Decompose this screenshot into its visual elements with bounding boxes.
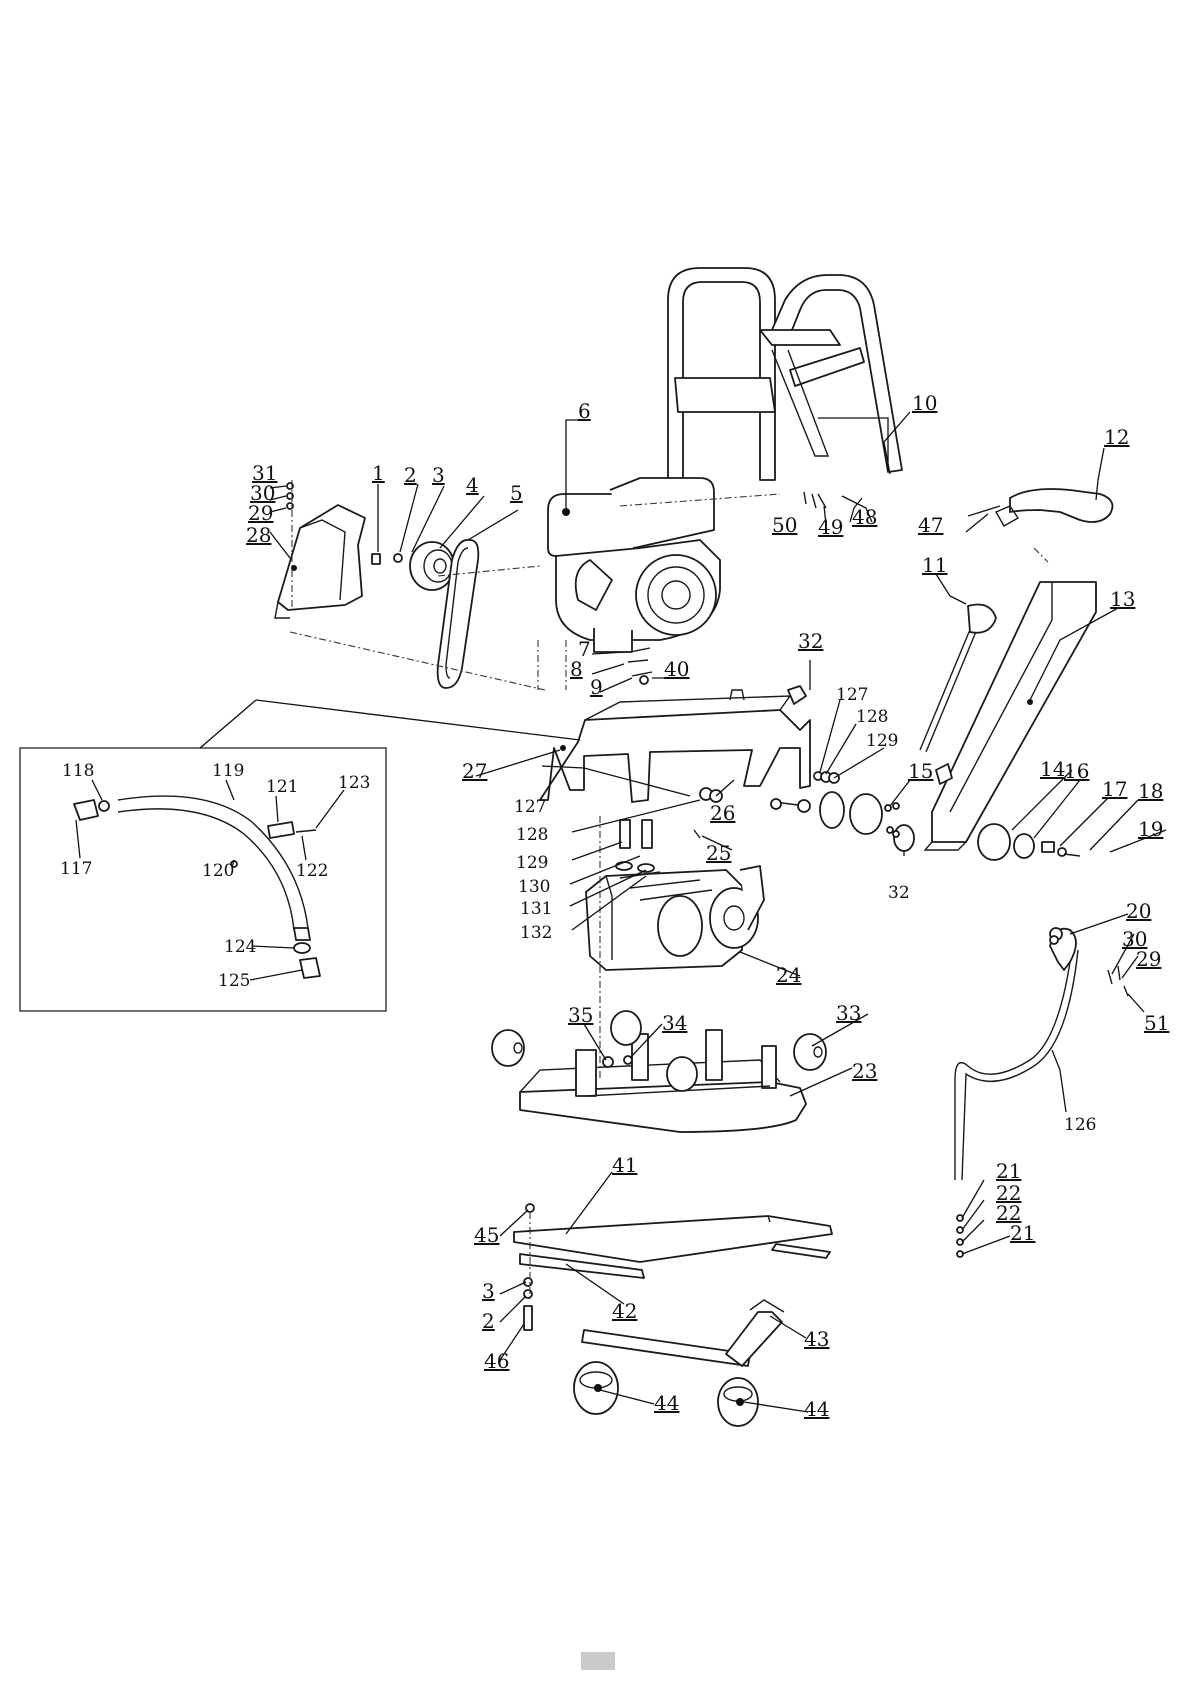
label-43: 43 bbox=[804, 1327, 829, 1351]
label-23: 23 bbox=[852, 1059, 877, 1083]
label-28: 28 bbox=[246, 523, 271, 547]
handle-frame bbox=[668, 268, 902, 480]
label-124: 124 bbox=[224, 937, 256, 957]
rubber-mat bbox=[514, 1216, 832, 1278]
label-21b: 21 bbox=[1010, 1221, 1035, 1245]
label-44b: 44 bbox=[804, 1397, 829, 1421]
label-47: 47 bbox=[918, 513, 943, 537]
label-13: 13 bbox=[1110, 587, 1135, 611]
label-129b: 129 bbox=[866, 731, 898, 751]
label-127a: 127 bbox=[514, 797, 546, 817]
label-121: 121 bbox=[266, 777, 298, 797]
label-9: 9 bbox=[590, 675, 603, 699]
label-2b: 2 bbox=[482, 1309, 495, 1333]
label-11: 11 bbox=[922, 553, 947, 577]
label-32b: 32 bbox=[888, 883, 910, 903]
water-hose bbox=[955, 928, 1078, 1180]
label-118: 118 bbox=[62, 761, 94, 781]
label-26: 26 bbox=[710, 801, 735, 825]
label-44a: 44 bbox=[654, 1391, 679, 1415]
label-122: 122 bbox=[296, 861, 328, 881]
label-33: 33 bbox=[836, 1001, 861, 1025]
hose-kit-inset bbox=[20, 700, 580, 1011]
engine bbox=[548, 478, 720, 652]
label-8: 8 bbox=[570, 657, 583, 681]
label-17: 17 bbox=[1102, 777, 1127, 801]
label-20: 20 bbox=[1126, 899, 1151, 923]
lower-handle bbox=[925, 582, 1096, 850]
label-128b: 128 bbox=[856, 707, 888, 727]
label-131: 131 bbox=[520, 899, 552, 919]
label-12: 12 bbox=[1104, 425, 1129, 449]
label-119: 119 bbox=[212, 761, 244, 781]
label-19: 19 bbox=[1138, 817, 1163, 841]
label-29: 29 bbox=[248, 501, 273, 525]
label-21a: 21 bbox=[996, 1159, 1021, 1183]
label-120: 120 bbox=[202, 861, 234, 881]
label-128a: 128 bbox=[516, 825, 548, 845]
label-27: 27 bbox=[462, 759, 487, 783]
label-46: 46 bbox=[484, 1349, 509, 1373]
exciter-unit bbox=[586, 866, 764, 970]
label-126: 126 bbox=[1064, 1115, 1096, 1135]
label-49: 49 bbox=[818, 515, 843, 539]
label-130: 130 bbox=[518, 877, 550, 897]
label-2: 2 bbox=[404, 463, 417, 487]
label-4: 4 bbox=[466, 473, 479, 497]
label-10: 10 bbox=[912, 391, 937, 415]
label-51: 51 bbox=[1144, 1011, 1169, 1035]
label-18: 18 bbox=[1138, 779, 1163, 803]
label-117: 117 bbox=[60, 859, 92, 879]
label-48: 48 bbox=[852, 505, 877, 529]
throttle-grip bbox=[996, 489, 1112, 526]
label-42: 42 bbox=[612, 1299, 637, 1323]
label-123: 123 bbox=[338, 773, 370, 793]
label-41: 41 bbox=[612, 1153, 637, 1177]
label-35: 35 bbox=[568, 1003, 593, 1027]
label-14: 14 bbox=[1040, 757, 1065, 781]
label-16: 16 bbox=[1064, 759, 1089, 783]
label-132: 132 bbox=[520, 923, 552, 943]
label-1: 1 bbox=[372, 461, 385, 485]
base-plate bbox=[520, 1030, 806, 1132]
label-127b: 127 bbox=[836, 685, 868, 705]
label-29b: 29 bbox=[1136, 947, 1161, 971]
vibrator-mount-frame bbox=[540, 690, 810, 802]
label-129a: 129 bbox=[516, 853, 548, 873]
label-24: 24 bbox=[776, 963, 801, 987]
label-45: 45 bbox=[474, 1223, 499, 1247]
label-32a: 32 bbox=[798, 629, 823, 653]
label-40: 40 bbox=[664, 657, 689, 681]
label-3: 3 bbox=[432, 463, 445, 487]
label-34: 34 bbox=[662, 1011, 687, 1035]
label-5: 5 bbox=[510, 481, 523, 505]
page-footer-tab bbox=[581, 1652, 615, 1670]
label-50: 50 bbox=[772, 513, 797, 537]
label-6: 6 bbox=[578, 399, 591, 423]
label-125: 125 bbox=[218, 971, 250, 991]
label-15: 15 bbox=[908, 759, 933, 783]
label-3b: 3 bbox=[482, 1279, 495, 1303]
label-25: 25 bbox=[706, 841, 731, 865]
belt-guard bbox=[275, 505, 365, 618]
